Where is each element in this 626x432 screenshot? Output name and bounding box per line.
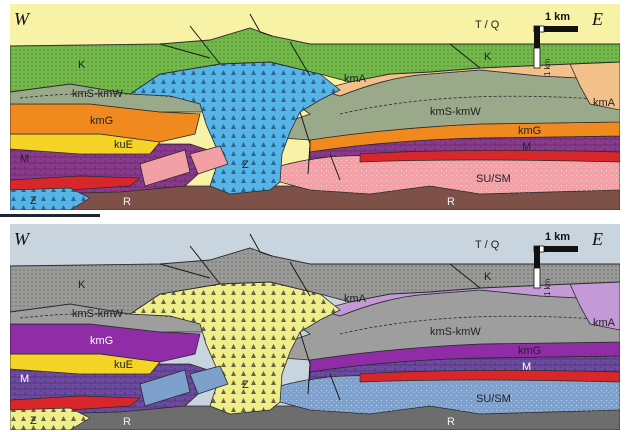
unit-label-M-right: M	[522, 362, 531, 373]
unit-label-R-left: R	[123, 417, 131, 428]
unit-label-R-right: R	[447, 197, 455, 208]
unit-label-kuE: kuE	[114, 140, 133, 151]
unit-label-M-right: M	[522, 142, 531, 153]
unit-label-kmS-kmW-left: kmS-kmW	[72, 309, 123, 320]
unit-label-kmA-right: kmA	[593, 98, 615, 109]
unit-label-K-right: K	[484, 52, 491, 63]
unit-label-TQ: T / Q	[475, 240, 499, 251]
unit-label-K-right: K	[484, 272, 491, 283]
scale-horizontal-label: 1 km	[545, 231, 570, 243]
unit-label-Z-left: Z	[30, 196, 37, 207]
cross-section-top: W E 1 km 1 km T / Q K K kmA kmA kmS-kmW …	[10, 4, 620, 210]
unit-label-K-left: K	[78, 280, 85, 291]
unit-label-kmG-right: kmG	[518, 126, 541, 137]
cross-section-top-drawing	[10, 4, 620, 210]
scale-vertical-label: 1 km	[543, 59, 552, 76]
direction-east: E	[592, 10, 603, 28]
unit-label-M-left: M	[20, 374, 29, 385]
unit-label-SU-SM: SU/SM	[476, 394, 511, 405]
unit-label-Z-center: Z	[242, 380, 249, 391]
unit-label-K-left: K	[78, 60, 85, 71]
unit-label-kmA-left: kmA	[344, 74, 366, 85]
scale-vertical-label: 1 km	[543, 279, 552, 296]
unit-label-R-left: R	[123, 197, 131, 208]
unit-label-R-right: R	[447, 417, 455, 428]
unit-label-kmS-kmW-right: kmS-kmW	[430, 107, 481, 118]
unit-label-kmG-left: kmG	[90, 336, 113, 347]
unit-label-kmA-left: kmA	[344, 294, 366, 305]
direction-west: W	[14, 230, 29, 248]
scale-horizontal-label: 1 km	[545, 11, 570, 23]
unit-label-Z-center: Z	[242, 160, 249, 171]
direction-west: W	[14, 10, 29, 28]
unit-label-M-left: M	[20, 154, 29, 165]
unit-label-kmS-kmW-right: kmS-kmW	[430, 327, 481, 338]
unit-label-kmA-right: kmA	[593, 318, 615, 329]
direction-east: E	[592, 230, 603, 248]
unit-label-kmS-kmW-left: kmS-kmW	[72, 89, 123, 100]
unit-label-kmG-left: kmG	[90, 116, 113, 127]
panel-divider	[0, 214, 100, 217]
unit-label-TQ: T / Q	[475, 20, 499, 31]
unit-label-SU-SM: SU/SM	[476, 174, 511, 185]
cross-section-bottom: W E 1 km 1 km T / Q K K kmA kmA kmS-kmW …	[10, 224, 620, 430]
cross-section-bottom-drawing	[10, 224, 620, 430]
unit-label-kmG-right: kmG	[518, 346, 541, 357]
unit-label-Z-left: Z	[30, 416, 37, 427]
unit-label-kuE: kuE	[114, 360, 133, 371]
